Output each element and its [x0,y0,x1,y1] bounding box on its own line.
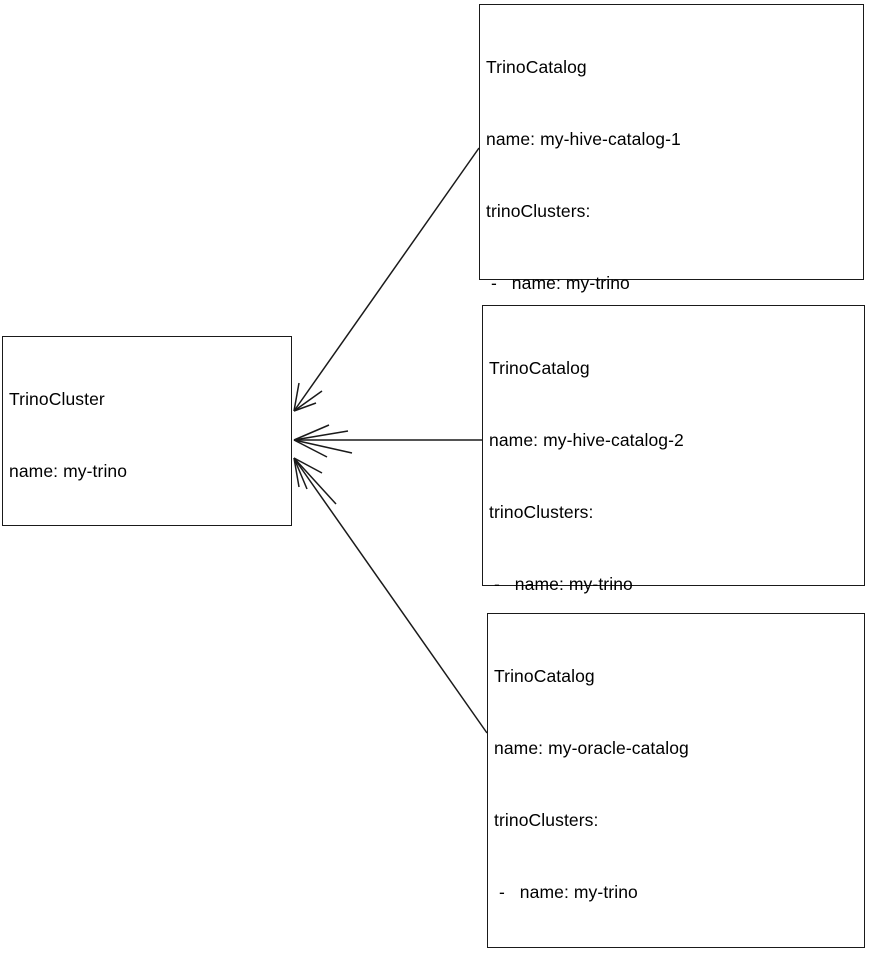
node-line: - name: my-trino [489,574,633,594]
node-line: TrinoCluster [9,389,105,409]
edge-catalog-hive-1-to-cluster [293,147,480,412]
node-line: name: my-trino [9,461,128,481]
node-trinocatalog-my-oracle-catalog-body: TrinoCatalog name: my-oracle-catalog tri… [494,616,862,954]
node-trinocatalog-my-hive-catalog-1[interactable]: TrinoCatalog name: my-hive-catalog-1 tri… [479,4,864,653]
node-line: name: my-oracle-catalog [494,738,689,758]
node-line: name: my-hive-catalog-2 [489,430,684,450]
node-trino-cluster-body: TrinoCluster name: my-trino [9,339,289,531]
edge-catalog-hive-2-to-cluster [293,424,482,458]
node-line: trinoClusters: [494,810,599,830]
node-line: TrinoCatalog [494,666,595,686]
node-trinocatalog-my-oracle-catalog[interactable]: TrinoCatalog name: my-oracle-catalog tri… [487,613,865,948]
node-line: trinoClusters: [489,502,594,522]
node-trino-cluster[interactable]: TrinoCluster name: my-trino [2,336,292,526]
node-line: - name: my-trino [486,273,630,293]
edge-catalog-oracle-to-cluster [293,457,488,734]
node-line: TrinoCatalog [489,358,590,378]
node-line: trinoClusters: [486,201,591,221]
node-line: name: my-hive-catalog-1 [486,129,681,149]
node-line: - name: my-trino [494,882,638,902]
node-trinocatalog-my-hive-catalog-2[interactable]: TrinoCatalog name: my-hive-catalog-2 tri… [482,305,865,882]
node-line: TrinoCatalog [486,57,587,77]
